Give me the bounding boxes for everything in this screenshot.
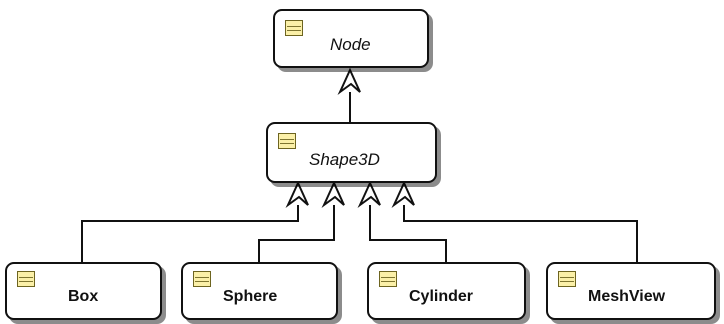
arrowhead-node [337, 67, 361, 96]
class-icon [17, 271, 35, 287]
class-node[interactable]: Node [273, 9, 429, 68]
class-cylinder[interactable]: Cylinder [367, 262, 526, 320]
class-icon [379, 271, 397, 287]
arrowhead-shape3d-2 [321, 180, 345, 209]
class-name: Shape3D [309, 150, 380, 169]
class-shape3d[interactable]: Shape3D [266, 122, 437, 183]
class-icon [278, 133, 296, 149]
edge-cylinder-shape3d [369, 205, 447, 262]
class-icon [193, 271, 211, 287]
class-meshview[interactable]: MeshView [546, 262, 716, 320]
class-name: Cylinder [409, 288, 474, 305]
edge-meshview-shape3d [403, 205, 638, 262]
arrowhead-shape3d-3 [357, 180, 381, 209]
class-name: Box [68, 288, 99, 305]
class-name: MeshView [588, 288, 666, 305]
class-icon [558, 271, 576, 287]
class-name: Node [330, 35, 371, 54]
class-icon [285, 20, 303, 36]
arrowhead-shape3d-1 [285, 180, 309, 209]
arrowhead-shape3d-4 [391, 180, 415, 209]
edge-box-shape3d [81, 205, 299, 262]
class-box[interactable]: Box [5, 262, 162, 320]
class-sphere[interactable]: Sphere [181, 262, 338, 320]
edge-sphere-shape3d [258, 205, 335, 262]
class-name: Sphere [223, 288, 278, 305]
